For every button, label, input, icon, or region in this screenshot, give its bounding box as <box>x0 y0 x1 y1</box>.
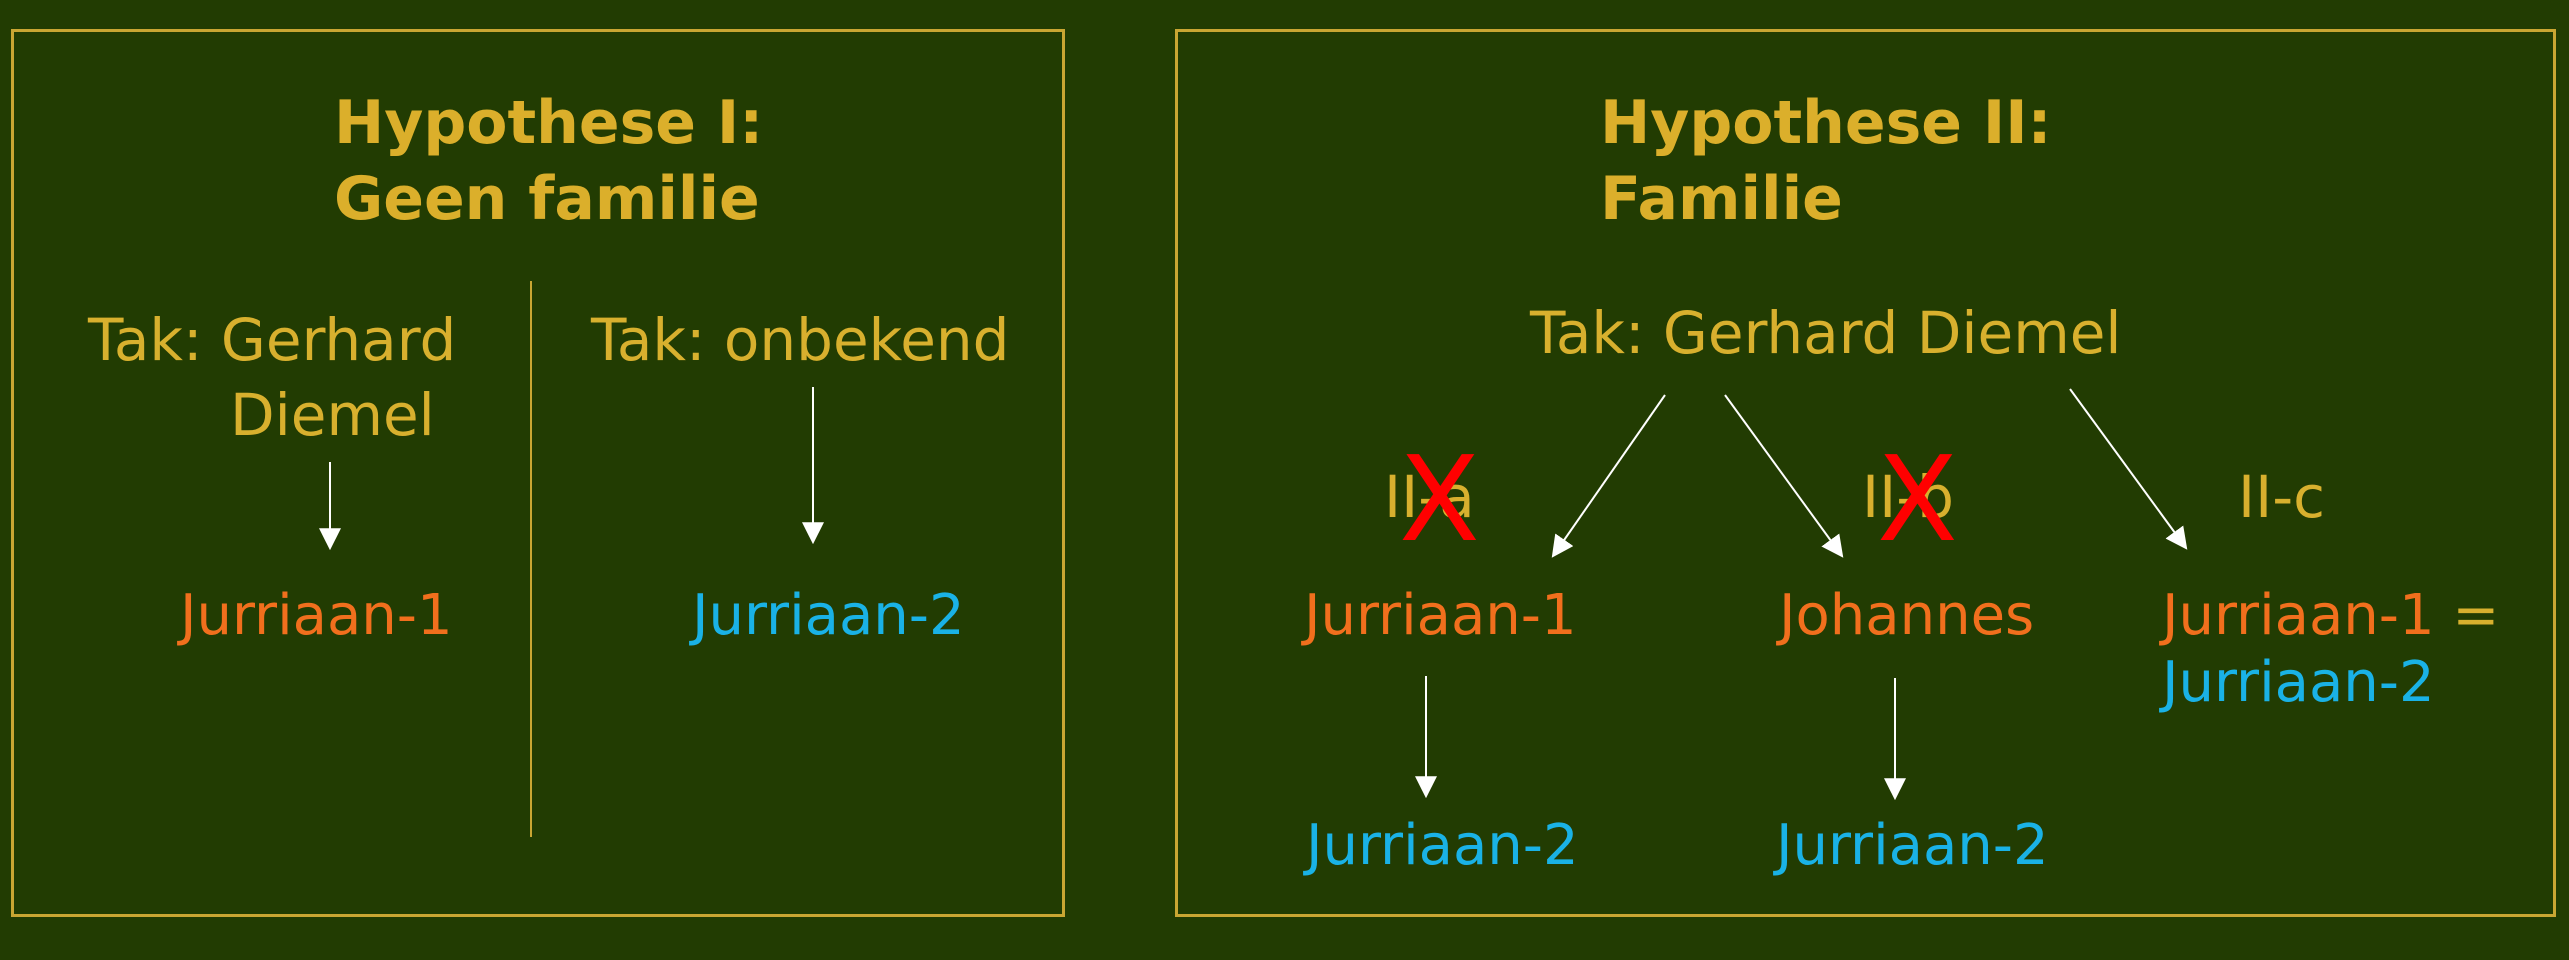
hypothesis-2-panel <box>1175 29 2556 917</box>
hypothesis-2-title-line2: Familie <box>1600 164 1843 234</box>
h2-c-child-part2: Jurriaan-2 <box>2162 650 2435 715</box>
h2-c-equals: = <box>2434 583 2500 648</box>
h1-left-child: Jurriaan-1 <box>180 583 453 648</box>
h2-root-branch: Tak: Gerhard Diemel <box>1530 299 2122 367</box>
hypothesis-1-title-line1: Hypothese I: <box>334 88 764 158</box>
h2-a-grandchild: Jurriaan-2 <box>1306 813 1579 878</box>
h1-left-branch-line1: Tak: Gerhard <box>88 306 457 374</box>
hypothesis-1-title-line2: Geen familie <box>334 164 760 234</box>
h1-right-branch: Tak: onbekend <box>591 306 1010 374</box>
h2-arrow-to-a <box>1551 394 1666 558</box>
h2-arrow-to-b <box>1724 394 1844 558</box>
h2-option-b-label: II-b <box>1862 463 1954 531</box>
hypothesis-2-title-line1: Hypothese II: <box>1600 88 2052 158</box>
h2-option-a-label: II-a <box>1384 463 1475 531</box>
hypothesis-1-panel <box>11 29 1065 917</box>
h2-a-child: Jurriaan-1 <box>1304 583 1577 648</box>
h2-b-grandchild: Jurriaan-2 <box>1776 813 2049 878</box>
h2-b-child: Johannes <box>1779 583 2035 648</box>
h1-left-branch-line2: Diemel <box>230 381 435 449</box>
h1-right-child: Jurriaan-2 <box>692 583 965 648</box>
h2-option-c-label: II-c <box>2238 463 2326 531</box>
rejected-x-icon-a: X <box>1399 430 1480 568</box>
h2-c-child-part1: Jurriaan-1 <box>2162 583 2435 648</box>
rejected-x-icon-b: X <box>1877 430 1958 568</box>
h2-c-child-line1: Jurriaan-1 = <box>2162 588 2499 644</box>
h2-arrow-to-c <box>2069 388 2188 550</box>
